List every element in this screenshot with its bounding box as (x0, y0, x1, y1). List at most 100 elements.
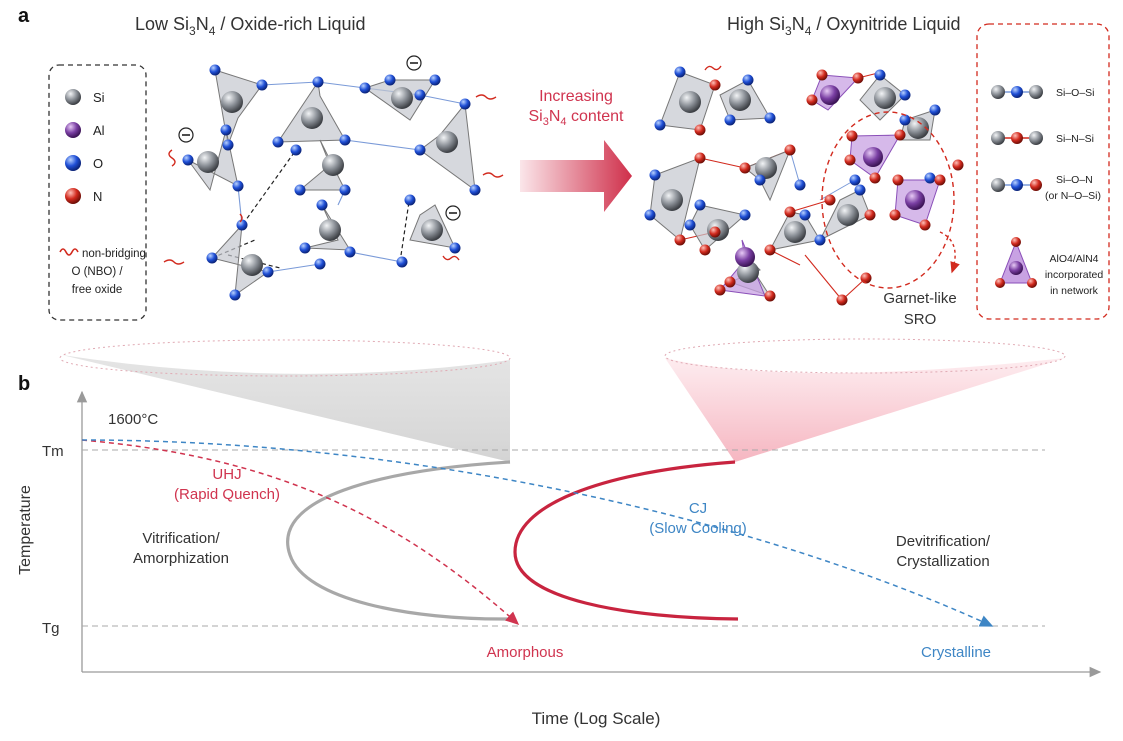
crystalline-label: Crystalline (921, 644, 991, 661)
oxygen-atom (339, 134, 351, 146)
oxygen-atom (429, 74, 441, 86)
bond-si-n-si-label: Si–N–Si (1056, 133, 1094, 145)
nitrogen-atom (694, 152, 706, 164)
silicon-atom (837, 204, 859, 226)
devitrification-label-1: Devitrification/ (896, 533, 991, 550)
oxygen-atom (206, 252, 218, 264)
oxygen-atom (794, 179, 806, 191)
silicon-atom (729, 89, 751, 111)
panel-b-label: b (18, 373, 30, 395)
left-legend: Si Al O N non-bridging O (NBO) / free ox… (59, 89, 146, 296)
nbo-label-3: free oxide (72, 284, 123, 296)
nitrogen-atom (816, 69, 828, 81)
oxygen-atom (299, 242, 311, 254)
oxygen-atom (222, 139, 234, 151)
oxygen-atom (854, 184, 866, 196)
zoom-fan-grey (62, 355, 510, 462)
oxygen-atom (754, 174, 766, 186)
nitrogen-atom (852, 72, 864, 84)
oxygen-atom (182, 154, 194, 166)
legend-al-label: Al (93, 123, 105, 138)
nbo-label-1: non-bridging (82, 248, 146, 260)
nitrogen-atom (889, 209, 901, 221)
legend-n-atom (65, 188, 81, 204)
oxygen-atom (899, 89, 911, 101)
aluminum-atom (735, 247, 755, 267)
alo4-aln4-tetrahedron-icon (995, 237, 1037, 288)
silicon-atom (221, 91, 243, 113)
nitrogen-atom (860, 272, 872, 284)
oxygen-atom (924, 172, 936, 184)
aluminum-atom (863, 147, 883, 167)
oxygen-atom (220, 124, 232, 136)
oxygen-atom (312, 76, 324, 88)
temp-1600-label: 1600°C (108, 411, 158, 428)
nitrogen-atom (836, 294, 848, 306)
right-network-structure: Garnet-like SRO (644, 65, 964, 328)
oxygen-atom (414, 144, 426, 156)
oxygen-atom (899, 114, 911, 126)
oxygen-atom (314, 258, 326, 270)
tg-label: Tg (42, 620, 60, 637)
oxygen-atom (724, 114, 736, 126)
cj-label-1: CJ (689, 500, 707, 517)
legend-o-atom (65, 155, 81, 171)
cj-label-2: (Slow Cooling) (649, 520, 747, 537)
uhj-label-1: UHJ (212, 466, 241, 483)
oxygen-atom (469, 184, 481, 196)
silicon-atom (661, 189, 683, 211)
oxygen-atom (272, 136, 284, 148)
silicon-atom (391, 87, 413, 109)
nitrogen-atom (784, 144, 796, 156)
right-legend-box (976, 23, 1110, 320)
tm-label: Tm (42, 443, 64, 460)
aluminum-atom (820, 85, 840, 105)
right-legend: Si–O–Si Si–N–Si Si–O–N (or N–O–Si) AlO4/… (991, 85, 1103, 297)
silicon-atom (784, 221, 806, 243)
nitrogen-atom (844, 154, 856, 166)
garnet-like-sro-region (821, 111, 955, 289)
zoom-ellipse-grey (59, 339, 511, 377)
nitrogen-atom (709, 79, 721, 91)
left-structure-title: Low Si3N4 / Oxide-rich Liquid (135, 14, 365, 38)
nitrogen-atom (709, 226, 721, 238)
silicon-atom (874, 87, 896, 109)
nitrogen-atom (699, 244, 711, 256)
nitrogen-atom (739, 162, 751, 174)
silicon-atom (301, 107, 323, 129)
zoom-fan-red (665, 358, 1065, 462)
legend-al-atom (65, 122, 81, 138)
left-legend-box (48, 64, 147, 321)
nitrogen-atom (864, 209, 876, 221)
cj-cooling-path (81, 439, 994, 627)
vitrification-label-2: Amorphization (133, 550, 229, 567)
amorphous-label: Amorphous (487, 644, 564, 661)
silicon-atom (241, 254, 263, 276)
oxygen-atom (209, 64, 221, 76)
nitrogen-atom (674, 234, 686, 246)
oxygen-atom (644, 209, 656, 221)
bond-si-o-si-label: Si–O–Si (1056, 87, 1095, 99)
oxygen-atom (339, 184, 351, 196)
right-structure-title: High Si3N4 / Oxynitride Liquid (727, 14, 960, 38)
oxygen-atom (256, 79, 268, 91)
al-legend-label-1: AlO4/AlN4 (1049, 253, 1098, 265)
nitrogen-atom (764, 290, 776, 302)
increasing-si3n4-arrow (520, 140, 632, 212)
nitrogen-atom (806, 94, 818, 106)
legend-si-label: Si (93, 90, 105, 105)
x-axis-label: Time (Log Scale) (532, 709, 661, 728)
oxygen-atom (649, 169, 661, 181)
nitrogen-atom (846, 130, 858, 142)
bond-si-o-si-icon (991, 85, 1043, 99)
aluminum-atom (905, 190, 925, 210)
oxygen-atom (236, 219, 248, 231)
garnet-label-2: SRO (904, 311, 937, 328)
nitrogen-atom (824, 194, 836, 206)
oxygen-atom (262, 266, 274, 278)
silicon-atom (755, 157, 777, 179)
legend-si-atom (65, 89, 81, 105)
nitrogen-atom (919, 219, 931, 231)
nitrogen-atom (714, 284, 726, 296)
